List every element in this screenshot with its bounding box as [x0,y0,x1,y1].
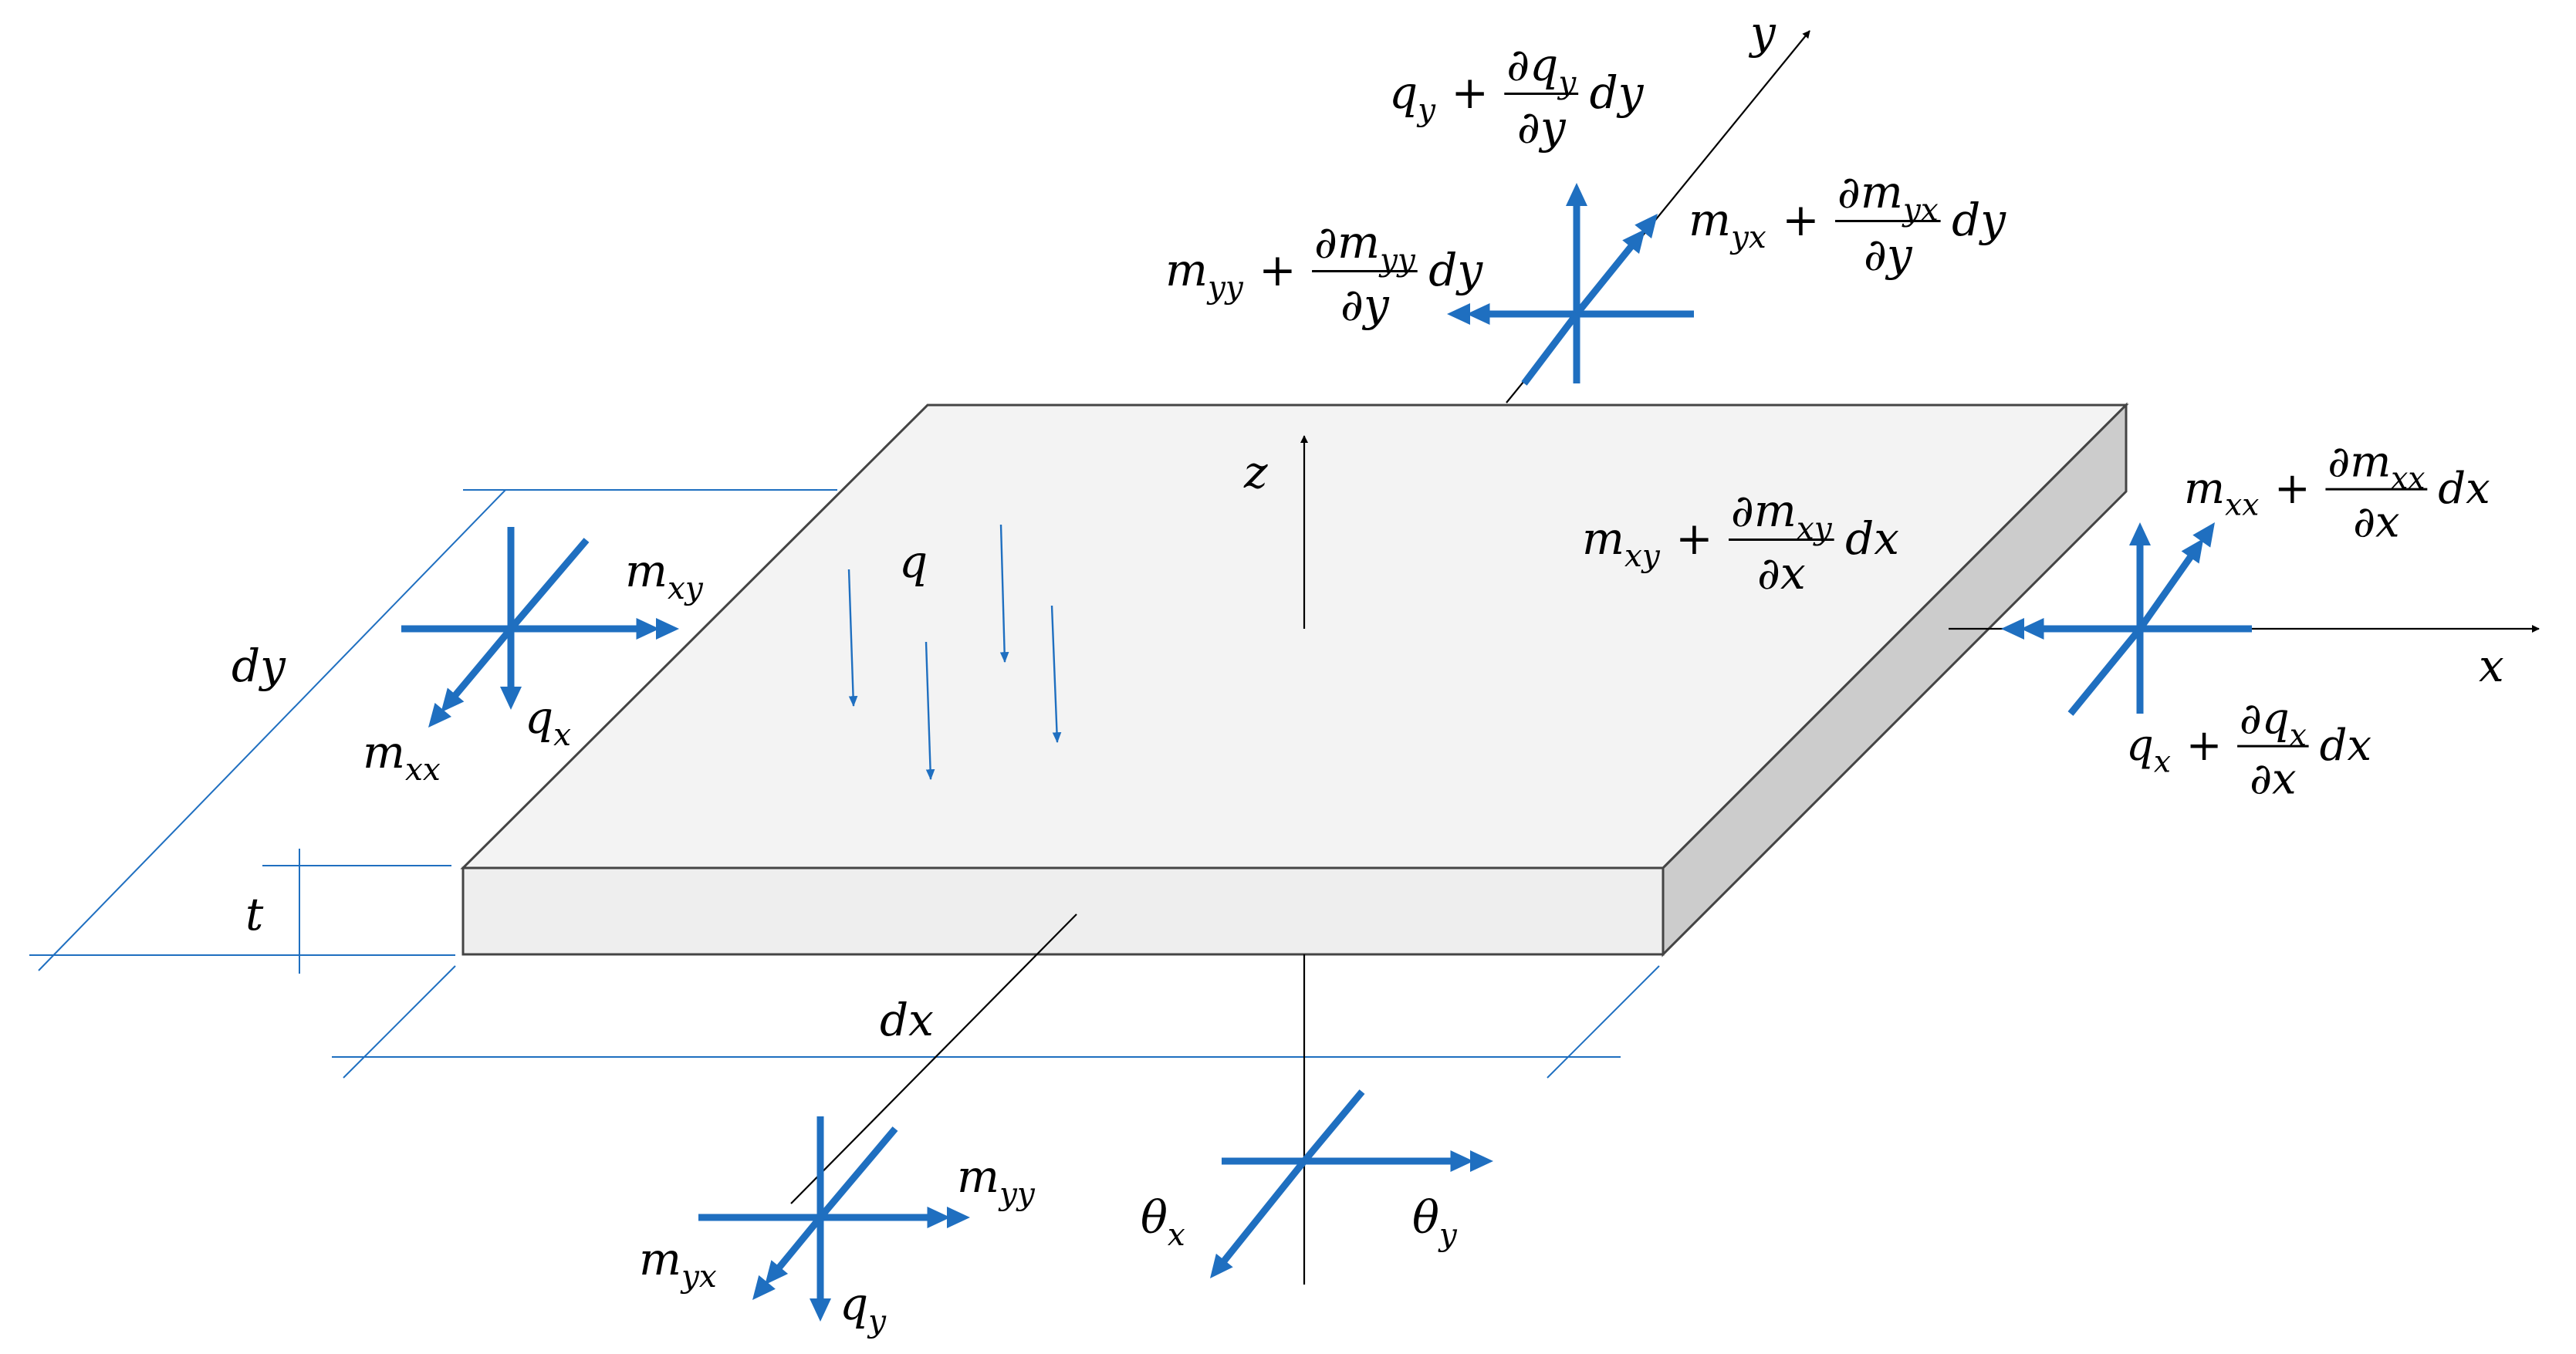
myx-plus-arrow [1574,214,1658,316]
plate-front-face [461,866,1665,956]
derivative-labels: qy+∂qy∂ydymyy+∂myy∂ydymyx+∂myx∂ydymxy+∂m… [1165,39,2490,805]
left-face-cluster [401,527,679,728]
t-dimension-label: t [245,888,264,940]
front-normal-line [790,913,1077,1204]
qx-plus-label: qx + ∂qx∂x dx [2126,694,2371,804]
mxy-plus-label-differential: dx [1845,512,1899,565]
right-diagonal-tail [2067,626,2143,716]
qy-front-label: qy [840,1278,887,1339]
theta-x-arrow [1210,1159,1307,1278]
qy-plus-label-denominator: ∂y [1517,101,1567,154]
mxx-plus-label-numerator: ∂mxx [2328,437,2425,496]
mxy-plus-label: mxy+∂mxy∂xdx [1582,485,1899,599]
myy-plus-label-main: myy [1165,244,1244,306]
mxy-plus-label-operator: + [1675,512,1713,565]
dx-dimension-label: dx [880,994,934,1046]
dimension-lines [29,489,1660,1079]
mxx-left-label: mxx [363,726,441,788]
plate [460,402,2129,957]
qy-plus-arrow [1566,183,1587,314]
myx-plus-label-main: myx [1689,194,1766,255]
rotation-cluster [1210,1089,1493,1278]
myy-front-label: myy [957,1150,1036,1212]
mxx-plus-label: mxx + ∂mxx∂x dx [2184,437,2490,547]
rotation-diagonal-tail [1301,1089,1365,1163]
qx-plus-label-differential: dx [2320,721,2371,771]
left-diagonal-tail [508,538,590,631]
theta-y-arrow [1304,1150,1493,1172]
qx-plus-label-denominator: ∂x [2250,755,2297,805]
myy-plus-arrow [1447,303,1577,325]
qx-plus-label-main: qx [2126,721,2171,780]
myy-plus-label-differential: dy [1428,244,1483,296]
qy-plus-label: qy + ∂qy∂y dy [1389,39,1645,154]
subscript-labels: mxy mxx qx myy myx qy θx θy [363,545,1458,1339]
mxy-left-label: mxy [625,545,704,606]
mxx-plus-label-denominator: ∂x [2353,498,2400,548]
mxy-plus-label-denominator: ∂x [1757,547,1806,599]
qy-plus-label-numerator: ∂qy [1506,39,1577,100]
myy-plus-label-operator: + [1259,244,1296,296]
myy-plus-label-numerator: ∂myy [1314,216,1416,278]
right-face-cluster [2001,522,2252,716]
qx-plus-label-numerator: ∂qx [2240,694,2307,753]
front-face-cluster [698,1116,970,1322]
mxx-plus-arrow [2137,522,2215,631]
x-axis-label: x [2479,640,2504,692]
force-clusters [401,183,2252,1322]
theta-x-label: θx [1141,1191,1185,1253]
myx-plus-label-operator: + [1782,194,1820,246]
myx-plus-label: myx + ∂myx∂y dy [1689,166,2006,281]
qx-plus-label-operator: + [2186,721,2223,771]
dy-dimension-label: dy [232,640,286,692]
qy-plus-label-main: qy [1389,66,1436,128]
mxy-plus-label-main: mxy [1582,512,1661,574]
z-axis-label: z [1243,446,1268,498]
qy-front-arrow [810,1217,831,1322]
qy-plus-label-operator: + [1451,66,1489,119]
mxy-plus-arrow [2001,618,2140,640]
myy-front-arrow [820,1207,970,1228]
myx-plus-label-numerator: ∂myx [1837,166,1939,228]
load-label: q [899,535,928,588]
plate-top-face [460,403,2129,869]
myy-plus-label: myy + ∂myy∂y dy [1165,216,1483,331]
qx-left-arrow [500,629,522,710]
myx-plus-label-differential: dy [1952,194,2006,246]
front-diagonal-tail [817,1126,898,1220]
qx-left-label: qx [525,691,571,753]
myx-front-label: myx [639,1233,717,1295]
y-axis-label: y [1748,6,1776,59]
qx-plus-arrow [2129,522,2151,629]
mxx-plus-label-differential: dx [2438,464,2490,514]
back-face-cluster [1447,183,1694,386]
myy-plus-label-denominator: ∂y [1340,279,1390,331]
theta-y-label: θy [1412,1191,1458,1253]
mxx-plus-label-main: mxx [2184,464,2259,523]
mxx-plus-label-operator: + [2274,464,2311,514]
distributed-load [847,524,1062,781]
myx-front-arrow [752,1215,823,1300]
mxy-left-arrow [511,618,679,640]
mxx-left-arrow [428,626,514,728]
back-diagonal-tail [1521,312,1580,386]
myx-plus-label-denominator: ∂y [1864,228,1913,281]
plate-right-face [1662,402,2128,957]
qy-plus-label-differential: dy [1590,66,1645,119]
